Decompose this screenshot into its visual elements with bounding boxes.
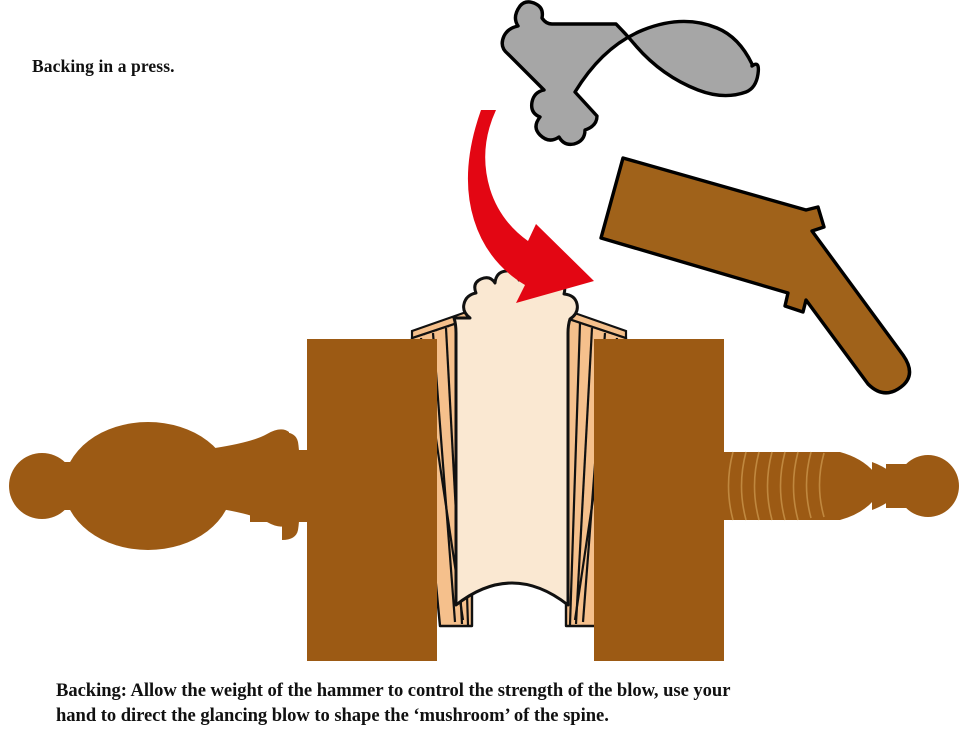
book-spine-mushroom xyxy=(452,269,579,607)
page-title: Backing in a press. xyxy=(32,56,175,76)
motion-arrow xyxy=(467,110,594,303)
hammer-head xyxy=(500,0,761,147)
caption: Backing: Allow the weight of the hammer … xyxy=(56,678,956,728)
press-jaw-left xyxy=(307,339,437,661)
caption-line-2: hand to direct the glancing blow to shap… xyxy=(56,705,609,726)
press-jaw-right xyxy=(594,339,724,661)
press-screw-right-shaft xyxy=(700,438,959,534)
press-handle-knob-left xyxy=(9,422,300,550)
hammer xyxy=(500,0,912,395)
hammer-handle xyxy=(599,156,912,395)
caption-line-1: Backing: Allow the weight of the hammer … xyxy=(56,680,731,701)
